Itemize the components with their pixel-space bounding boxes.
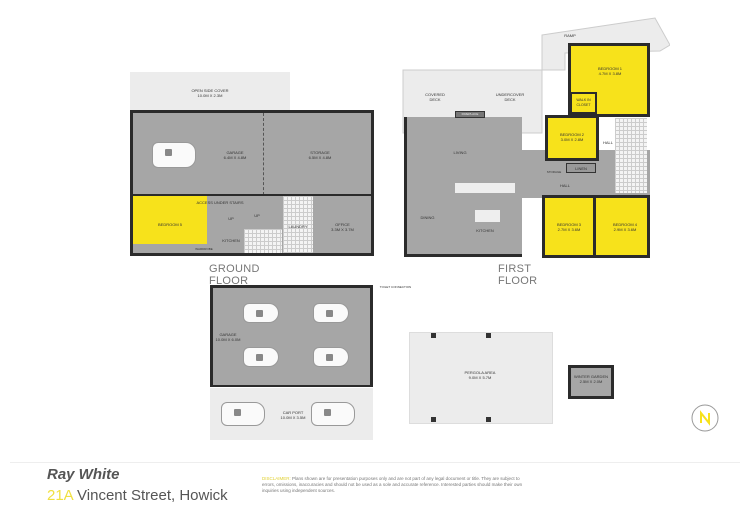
covered-deck-label: COVERED DECK	[425, 92, 445, 102]
car-icon	[243, 347, 279, 367]
kitchen-label: KITCHEN	[222, 238, 240, 243]
car-icon	[313, 303, 349, 323]
bedroom-1-label: BEDROOM 14.7m x 3.8m	[590, 66, 630, 76]
disclaimer-label: DISCLAIMER:	[262, 476, 291, 481]
room-name: BEDROOM 1	[597, 66, 622, 71]
room-size: 9.0m x 5.7m	[468, 375, 492, 380]
room-size: 3.0m x 2.8m	[560, 137, 584, 142]
bedroom-4-label: BEDROOM 42.9m x 3.6m	[605, 222, 645, 232]
room-name: WINTER GARDEN	[574, 374, 608, 379]
storage-label: STORAGE	[546, 170, 562, 174]
post	[486, 417, 491, 422]
room-name: STORAGE	[310, 150, 330, 155]
room-size: 2.7m x 3.6m	[557, 227, 581, 232]
bedroom-3	[542, 195, 596, 258]
room-size: 10.0m x 2.3m	[197, 93, 223, 98]
divider	[263, 113, 264, 195]
ramp-label: RAMP	[564, 33, 576, 38]
linen	[566, 163, 596, 173]
room-name: BEDROOM 4	[612, 222, 637, 227]
car-icon	[311, 402, 355, 426]
fireplace-label: FIREPLACE	[461, 112, 479, 116]
first-floor-title: FIRST FLOOR	[498, 263, 538, 287]
room-size: 4.7m x 3.8m	[598, 71, 622, 76]
address-number: 21A	[47, 487, 73, 504]
ray-white-logo: Ray White	[47, 466, 120, 483]
room-name: CAR PORT	[282, 410, 304, 415]
walk-in-closet	[570, 92, 597, 114]
room-size: 10.0m x 3.5m	[280, 415, 306, 420]
open-side-cover	[130, 72, 290, 112]
post	[431, 333, 436, 338]
car-icon	[152, 142, 196, 168]
footer-divider	[10, 462, 740, 463]
room-name: BEDROOM 3	[556, 222, 581, 227]
wall	[133, 194, 371, 196]
disclaimer-text: Plans shown are for presentation purpose…	[262, 476, 523, 493]
kitchen-island	[475, 210, 500, 222]
room-name: OPEN SIDE COVER	[191, 88, 229, 93]
kitchen-label: KITCHEN	[476, 228, 494, 233]
living-label: LIVING	[453, 150, 467, 155]
stairs-up-label: UP	[228, 216, 234, 221]
bedroom-1	[568, 43, 650, 117]
post	[431, 417, 436, 422]
hall-label: HALL	[602, 140, 613, 145]
hall-label: HALL	[559, 183, 570, 188]
toilet-connection-label: TOILET CONNECTION	[379, 285, 412, 289]
bathroom	[244, 229, 282, 253]
access-under-stairs-label: ACCESS UNDER STAIRS	[196, 200, 244, 205]
dining-label: DINING	[420, 215, 435, 220]
walk-in-closet-label: WALK IN CLOSET	[576, 98, 591, 107]
bedroom-3-label: BEDROOM 32.7m x 3.6m	[549, 222, 589, 232]
bedroom-5	[133, 196, 207, 244]
room-size: 2.5m x 2.0m	[579, 379, 603, 384]
pergola-area	[409, 332, 553, 424]
room-size: 6.5m x 4.8m	[308, 155, 332, 160]
fireplace	[455, 111, 485, 118]
room-size: 6.4m x 4.8m	[223, 155, 247, 160]
room-name: PERGOLA AREA	[464, 370, 496, 375]
stairs-up-label: UP	[254, 213, 260, 218]
wardrobe-label: WARDROBE	[195, 247, 213, 251]
room-name: OFFICE	[335, 222, 350, 227]
room-name: BEDROOM 2	[559, 132, 584, 137]
bedroom-2	[545, 115, 599, 161]
bedroom-5-label: BEDROOM 5	[157, 222, 182, 227]
room-size: 3.3m x 3.7m	[331, 227, 354, 232]
room-name: GARAGE	[219, 332, 237, 337]
post	[486, 333, 491, 338]
car-icon	[221, 402, 265, 426]
property-address: 21A Vincent Street, Howick	[47, 487, 228, 504]
room-size: 2.9m x 3.6m	[613, 227, 637, 232]
laundry	[283, 196, 313, 253]
bedroom-4	[593, 195, 650, 258]
car-icon	[243, 303, 279, 323]
bedroom-2-label: BEDROOM 23.0m x 2.8m	[552, 132, 592, 142]
car-icon	[313, 347, 349, 367]
ground-floor-title: GROUND FLOOR	[209, 263, 260, 287]
undercover-deck-label: UNDERCOVER DECK	[495, 92, 525, 102]
north-arrow-icon	[691, 404, 719, 432]
room-size: 10.0m x 6.0m	[215, 337, 241, 342]
kitchen-bench	[455, 183, 515, 193]
bathrooms	[615, 118, 647, 193]
room-name: GARAGE	[226, 150, 244, 155]
winter-garden	[568, 365, 614, 399]
detached-garage	[210, 285, 373, 387]
laundry-label: LAUNDRY	[288, 224, 308, 229]
disclaimer: DISCLAIMER: Plans shown are for presenta…	[262, 476, 532, 494]
address-street: Vincent Street, Howick	[72, 487, 228, 504]
linen-label: LINEN	[575, 166, 587, 171]
